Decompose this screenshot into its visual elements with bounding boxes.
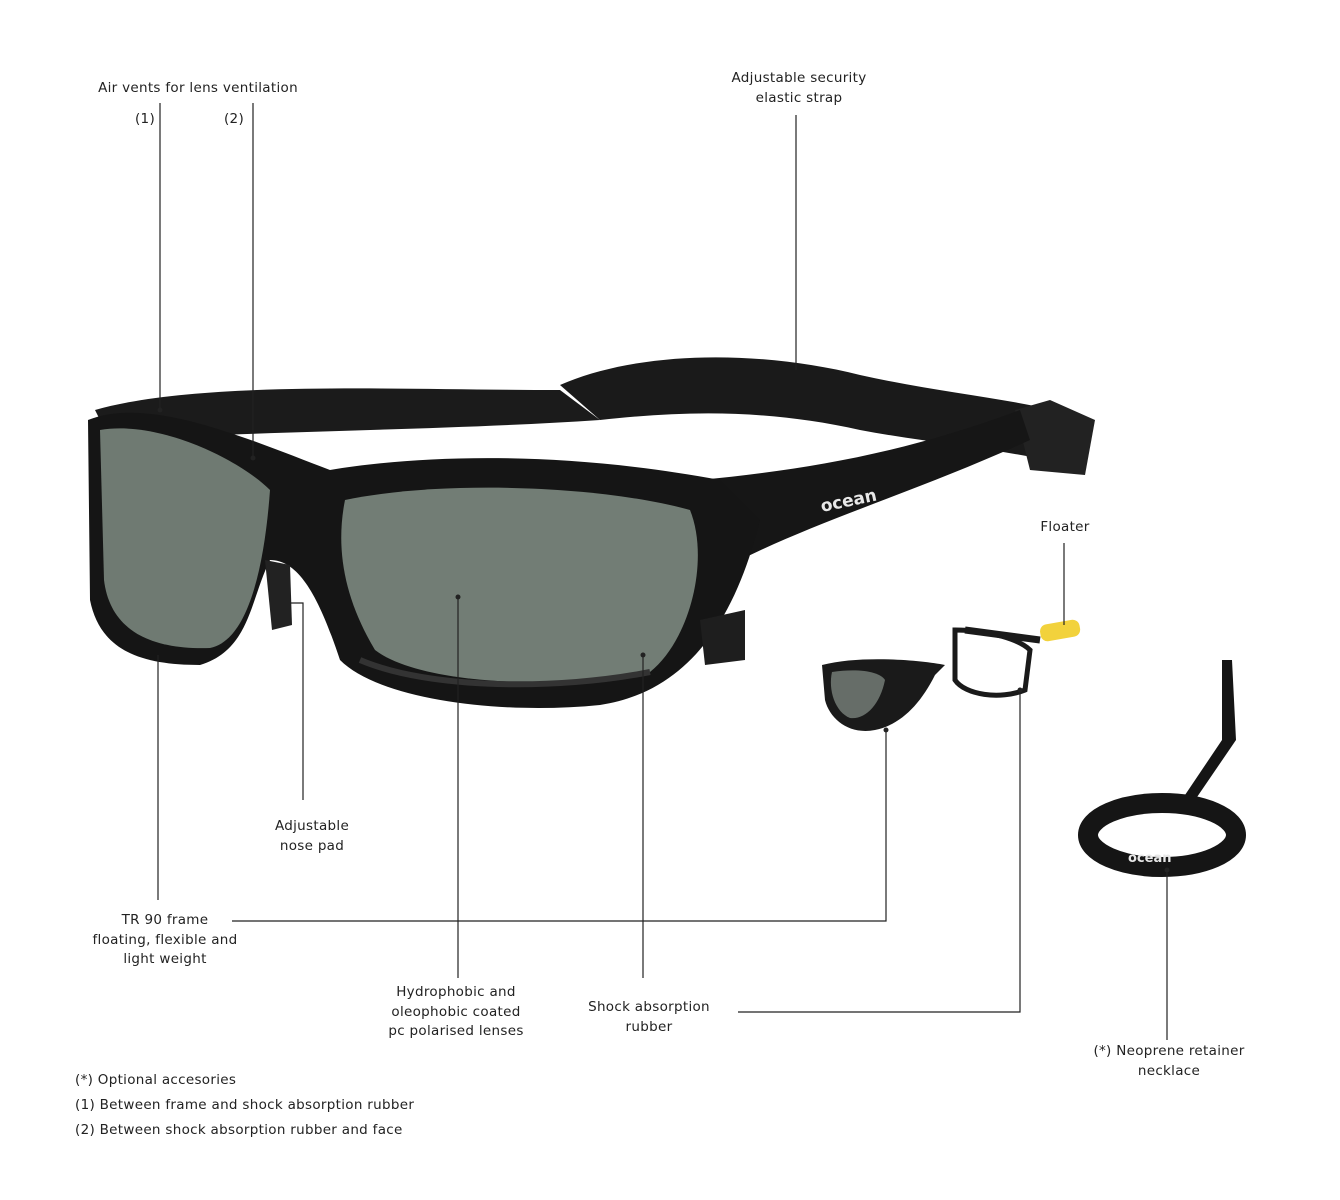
necklace-cord — [1185, 660, 1236, 800]
necklace-label: (*) Neoprene retainer necklace — [1093, 1042, 1244, 1081]
lenses-label-line: pc polarised lenses — [388, 1023, 524, 1039]
frame-label-line: floating, flexible and — [92, 931, 238, 948]
air-vents-label: Air vents for lens ventilation — [98, 80, 298, 96]
temple-arm — [700, 410, 1030, 560]
right-lens — [341, 487, 698, 683]
shock-label-line: rubber — [625, 1018, 673, 1035]
strap-label-line: Adjustable security — [731, 70, 867, 86]
strap-label: Adjustable security elastic strap — [732, 69, 867, 108]
lenses-label: Hydrophobic and oleophobic coated pc pol… — [388, 983, 523, 1042]
nose-pad-label-line: nose pad — [279, 837, 345, 854]
shock-label-line: Shock absorption — [588, 999, 710, 1015]
necklace-logo: ocean — [1128, 851, 1171, 866]
lenses-label-line: Hydrophobic and — [396, 984, 516, 1000]
left-lens — [100, 428, 270, 649]
nose-pad — [265, 560, 292, 630]
nose-pad-label-line: Adjustable — [274, 818, 350, 834]
lenses-label-line: oleophobic coated — [391, 1003, 521, 1020]
nose-pad-label: Adjustable nose pad — [275, 817, 349, 856]
footnote-optional: (*) Optional accesories — [75, 1072, 237, 1088]
frame-label-line: TR 90 frame — [121, 912, 209, 928]
frame-label-line: light weight — [123, 951, 207, 967]
neoprene-necklace — [1078, 793, 1246, 877]
frame-label: TR 90 frame floating, flexible and light… — [92, 911, 237, 970]
vent-marker-2: (2) — [223, 111, 245, 127]
callout-lines — [157, 103, 1168, 1040]
shock-label: Shock absorption rubber — [588, 998, 710, 1037]
footnote-2: (2) Between shock absorption rubber and … — [75, 1122, 403, 1138]
strap-label-line: elastic strap — [755, 89, 843, 106]
footnote-1: (1) Between frame and shock absorption r… — [75, 1097, 415, 1113]
necklace-label-line: (*) Neoprene retainer — [1093, 1043, 1245, 1059]
necklace-label-line: necklace — [1137, 1062, 1201, 1079]
strap-clip — [1015, 400, 1095, 475]
floater-label: Floater — [1040, 519, 1090, 535]
floater-piece — [1040, 619, 1081, 642]
vent-marker-1: (1) — [134, 111, 156, 127]
